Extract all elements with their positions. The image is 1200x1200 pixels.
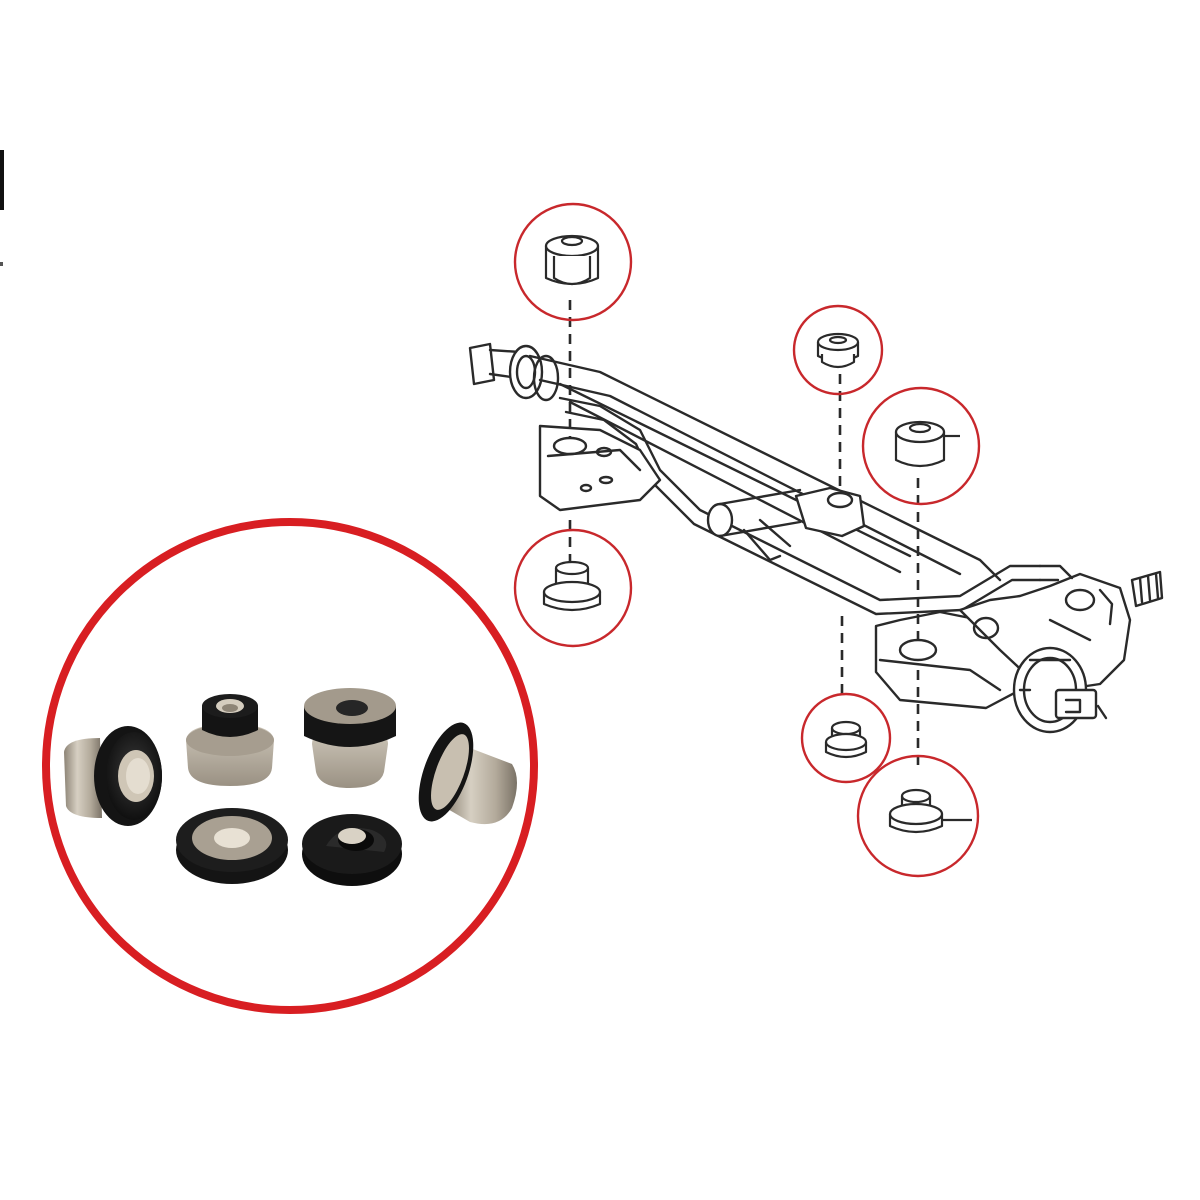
bushing-photo-part-6 xyxy=(302,814,402,886)
bushing-icon xyxy=(544,234,600,286)
bushing-photo-part-3 xyxy=(304,688,396,788)
bushing-photo-part-2 xyxy=(186,694,274,786)
steering-rack-icon xyxy=(468,342,1164,734)
bushing-photo-part-4 xyxy=(418,722,517,825)
callouts xyxy=(513,202,981,878)
callout-circle-right-upper xyxy=(861,386,981,506)
callout-circle-lower-left xyxy=(513,528,633,648)
edge-mark xyxy=(0,150,4,210)
callout-circle-upper-left xyxy=(513,202,633,322)
product-photo-ring xyxy=(42,518,538,1014)
bushing-photo-part-1 xyxy=(64,726,162,826)
bushing-icon xyxy=(542,560,602,612)
bushing-icon xyxy=(888,788,972,834)
callout-circle-center-top xyxy=(792,304,884,396)
edge-mark-small xyxy=(0,262,3,266)
bushing-icon xyxy=(894,420,960,468)
bushing-icon xyxy=(816,332,860,369)
callout-circle-right-lower xyxy=(856,754,980,878)
bushing-photo-part-5 xyxy=(176,808,288,884)
callout-circle-center-bottom xyxy=(800,692,892,784)
bushing-icon xyxy=(824,720,868,759)
